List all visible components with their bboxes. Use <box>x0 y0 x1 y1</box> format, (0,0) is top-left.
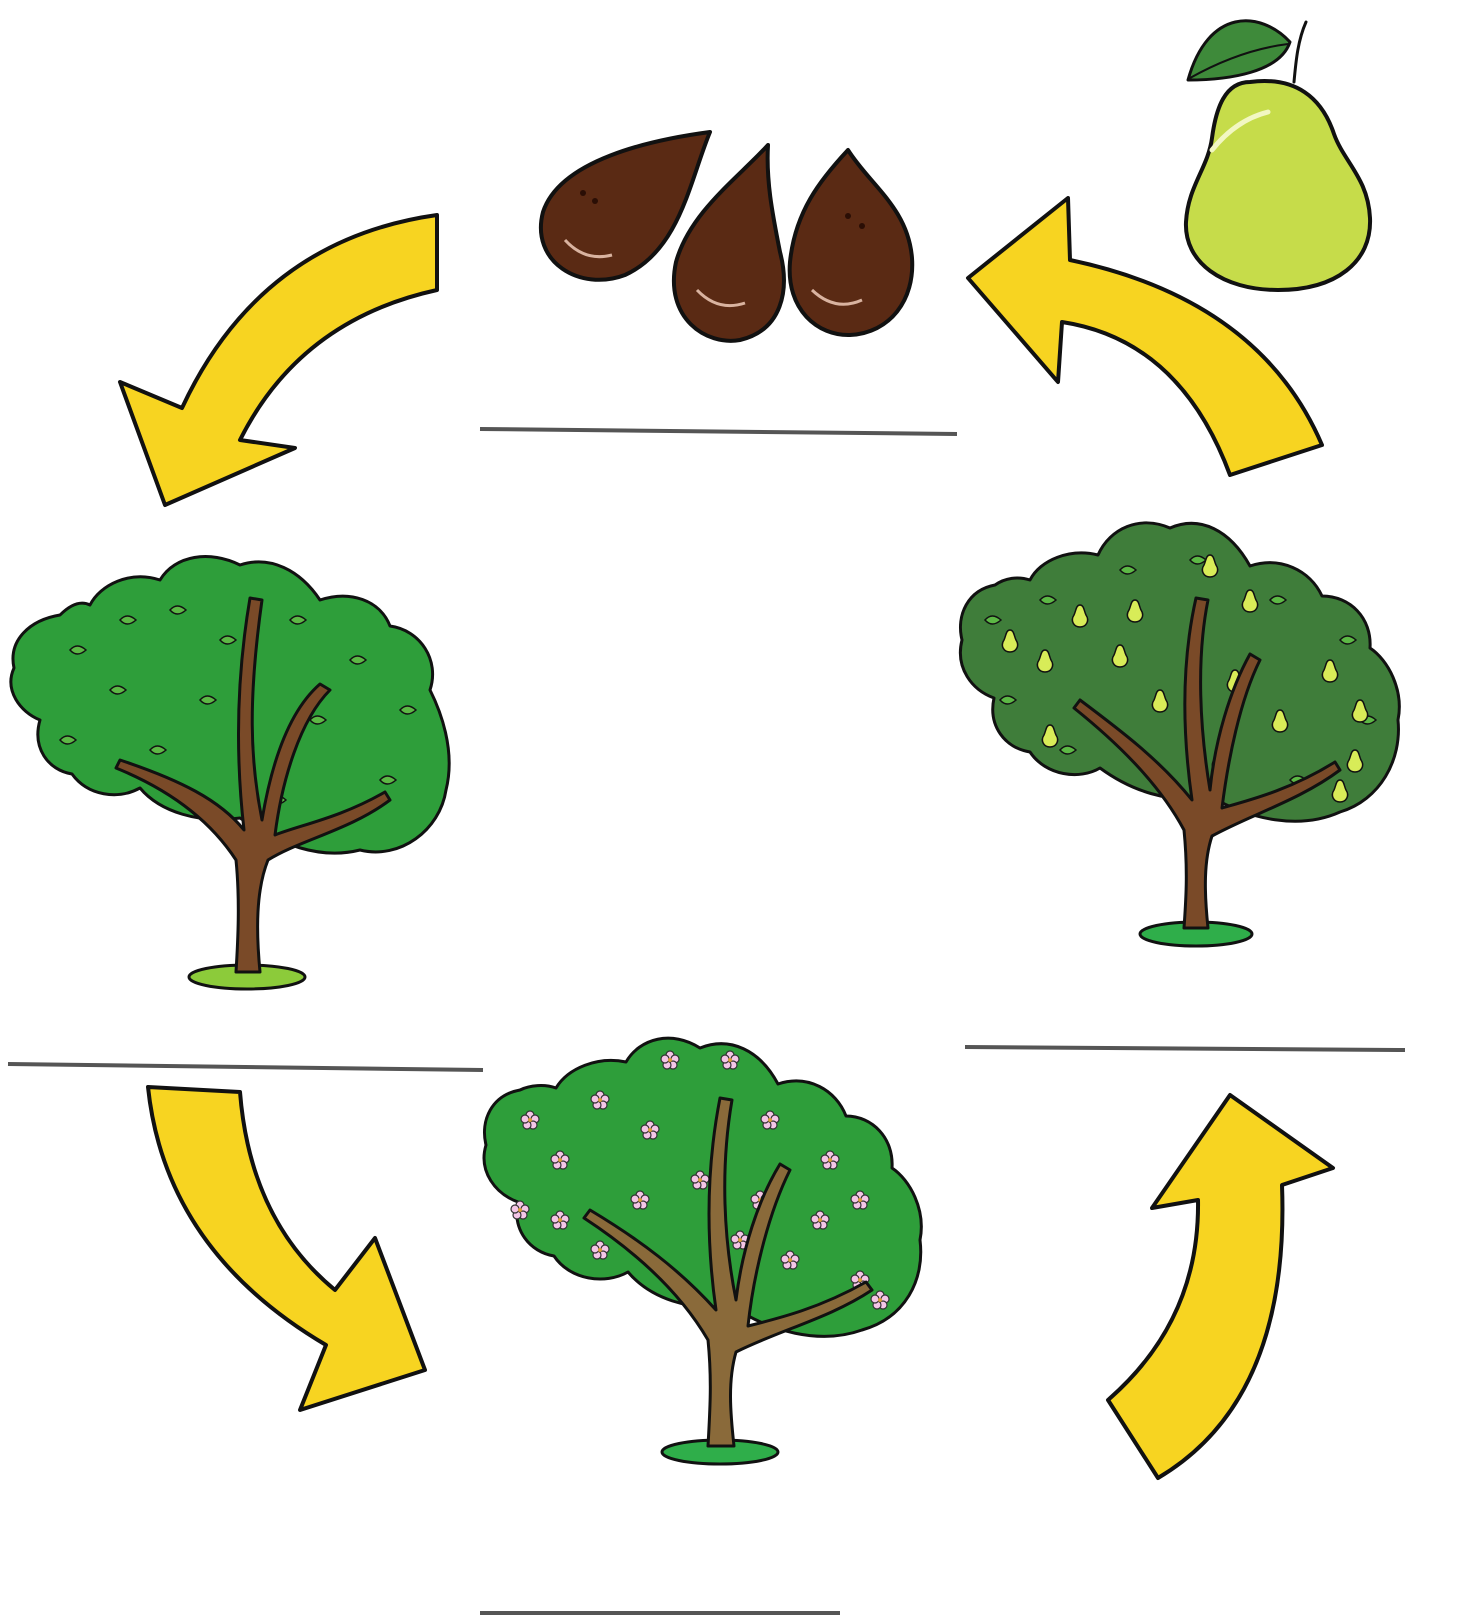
pear-seeds-icon <box>539 130 915 343</box>
leafy-tree-icon <box>9 555 451 991</box>
arrow-seeds-to-young-tree <box>118 213 439 507</box>
answer-line-young-tree[interactable] <box>7 1062 484 1072</box>
answer-line-seeds[interactable] <box>479 427 958 436</box>
arrow-young-tree-to-flowering-tree <box>146 1085 427 1412</box>
pear-fruit-icon <box>1183 19 1373 292</box>
fruiting-tree-icon <box>959 521 1401 948</box>
answer-line-fruiting-tree[interactable] <box>964 1045 1406 1052</box>
flowering-tree-icon <box>482 1036 923 1466</box>
arrow-pear-to-seeds <box>966 196 1324 477</box>
arrow-flowering-tree-to-fruiting-tree <box>1106 1093 1335 1480</box>
